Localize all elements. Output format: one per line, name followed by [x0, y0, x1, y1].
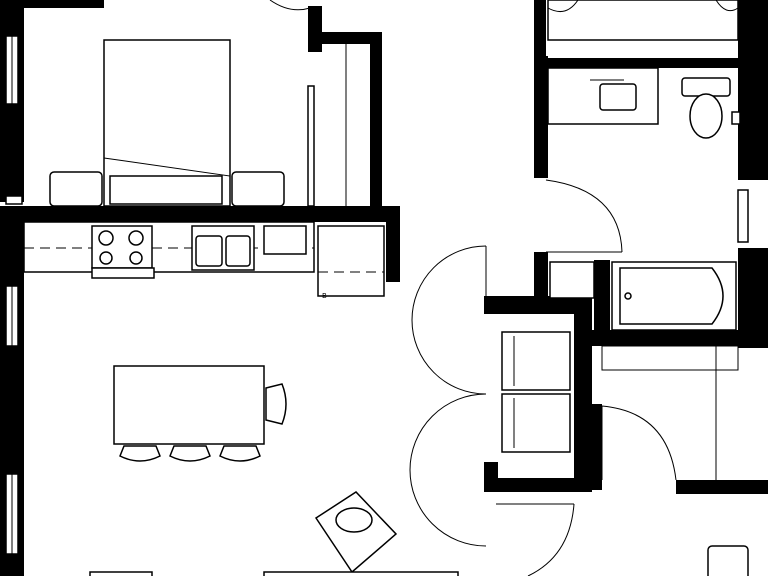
- wall-bedroom-east: [370, 32, 382, 212]
- wall-bedroom-east-stub: [308, 6, 322, 52]
- wall-tub-block: [534, 252, 548, 298]
- wall-tub-west: [594, 260, 610, 346]
- tv-unit-edge: [263, 571, 459, 576]
- bed-headboard: [109, 175, 223, 205]
- dining: [113, 365, 287, 462]
- bath-door-swing: [545, 179, 623, 253]
- fridge-mark: B: [322, 292, 327, 300]
- bathtub: [619, 267, 724, 325]
- wall-closet-south: [676, 480, 768, 494]
- windows-west: [5, 35, 23, 555]
- vanity-arc-right: [715, 0, 739, 12]
- closet-rail: [307, 85, 315, 207]
- bed-blanket-fold: [103, 157, 231, 206]
- wall-closet-west: [592, 404, 602, 490]
- chair-3: [219, 445, 261, 462]
- wall-east-lower: [738, 248, 768, 348]
- window-4: [5, 195, 23, 205]
- pillow-right: [231, 171, 285, 207]
- vanity-counter: [547, 0, 739, 41]
- toilet-bowl: [689, 93, 723, 139]
- tub-step: [549, 261, 595, 299]
- sofa-edge: [89, 571, 153, 576]
- washer: [501, 331, 571, 391]
- cabinet-se: [707, 545, 749, 576]
- pillow-left: [49, 171, 103, 207]
- wall-laundry-east: [574, 296, 592, 492]
- bath-edge-window: [737, 189, 749, 243]
- sink-left: [195, 235, 223, 267]
- fridge: [317, 225, 385, 297]
- dryer: [501, 393, 571, 453]
- chair-2: [169, 445, 211, 462]
- armchair-cushion: [335, 507, 373, 533]
- closet-door-swing: [601, 405, 677, 481]
- stove-knobs: [91, 267, 155, 279]
- dishwasher: [263, 225, 307, 255]
- wall-east: [738, 0, 768, 180]
- wall-bath-west: [534, 56, 548, 178]
- wall-bedroom-east-top: [308, 32, 382, 44]
- burner-4: [129, 251, 143, 265]
- bathroom: [545, 0, 749, 331]
- wall-bath-north: [534, 0, 546, 66]
- chair-end: [265, 383, 287, 425]
- laundry-door-1: [411, 245, 487, 395]
- laundry-door-3: [527, 503, 575, 576]
- tub-drain: [624, 292, 632, 300]
- wall-kitchen-east: [386, 206, 400, 282]
- bedroom: [49, 0, 347, 207]
- burner-1: [98, 230, 114, 246]
- wall-bedroom-kitchen: [0, 206, 396, 222]
- chair-1: [119, 445, 161, 462]
- vanity-arc-left: [547, 0, 579, 13]
- wall-tub-south: [580, 330, 740, 346]
- lounge-chair: [314, 491, 398, 574]
- closet-shelf-line: [601, 345, 739, 371]
- laundry: [409, 245, 575, 576]
- toilet-paper: [731, 111, 741, 125]
- kitchen-counter: B: [23, 221, 385, 300]
- dining-table: [113, 365, 265, 445]
- wall-laundry-north: [484, 296, 584, 314]
- bath-sink: [599, 83, 637, 111]
- wall-laundry-west-stub: [484, 462, 498, 492]
- wall-north-left-stub: [24, 0, 104, 8]
- storage-closet: [601, 345, 739, 481]
- bedroom-door-swing: [269, 0, 311, 11]
- laundry-door-2: [409, 393, 487, 547]
- wall-laundry-south: [484, 478, 588, 492]
- wall-bath-mid: [546, 58, 746, 68]
- sink-right: [225, 235, 251, 267]
- bottom-furniture: [89, 545, 749, 576]
- burner-3: [99, 251, 113, 265]
- burner-2: [128, 230, 144, 246]
